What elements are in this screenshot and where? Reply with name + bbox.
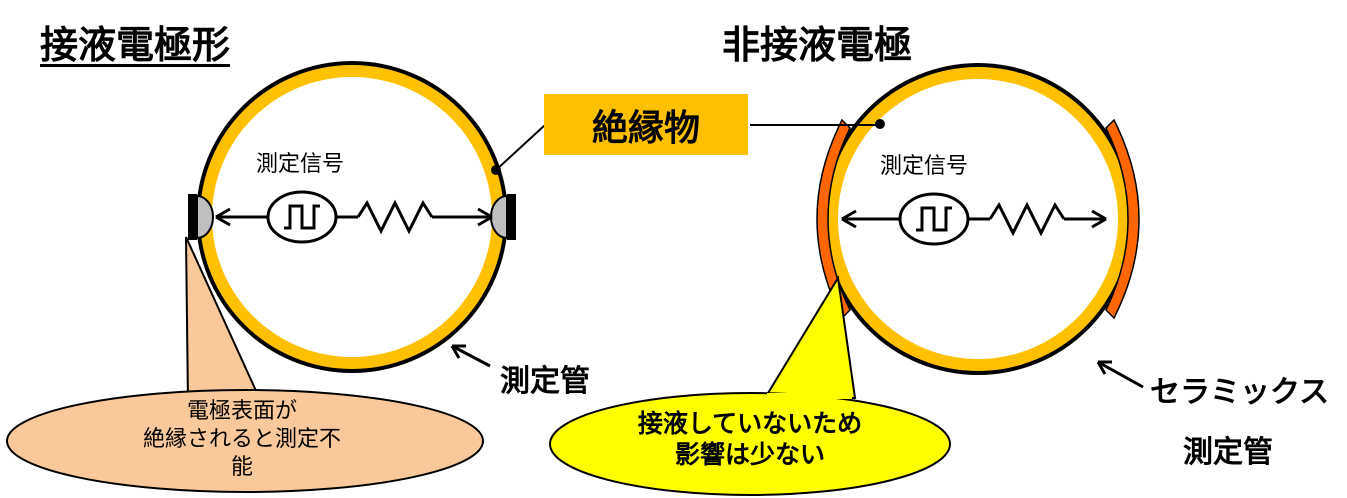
callout-left-line2: 絶縁されると測定不 xyxy=(142,427,341,452)
left-tube-diagram xyxy=(6,61,546,493)
callout-left-text: 電極表面が 絶縁されると測定不 能 xyxy=(92,398,392,482)
right-tube-diagram xyxy=(549,63,1144,496)
signal-label-right: 測定信号 xyxy=(880,154,969,179)
measuring-tube-label: 測定管 xyxy=(500,364,590,399)
tube-arrow-left xyxy=(451,344,491,368)
title-non-contact-electrode: 非接液電極 xyxy=(722,23,913,67)
callout-right-pointer xyxy=(763,275,857,399)
tube-arrow-right xyxy=(1097,360,1144,389)
title-contact-electrode: 接液電極形 xyxy=(40,23,231,67)
insulator-leader-dot-left xyxy=(491,165,501,175)
right-signal-circuit xyxy=(841,192,1107,246)
callout-left-line3: 能 xyxy=(230,455,253,480)
right-electrode-right xyxy=(1105,118,1140,320)
insulator-label: 絶縁物 xyxy=(591,107,700,149)
callout-right-text: 接液していないため 影響は少ない xyxy=(590,408,910,470)
left-electrode-left-terminal xyxy=(188,194,197,240)
callout-right-bubble xyxy=(549,392,951,496)
left-electrode-left xyxy=(196,194,214,240)
left-electrode-right-terminal xyxy=(507,194,516,240)
insulator-leader-left xyxy=(495,124,546,171)
callout-right-line2: 影響は少ない xyxy=(674,440,825,469)
callout-left-bubble xyxy=(6,389,484,493)
insulator-label-box: 絶縁物 xyxy=(544,94,748,155)
left-resistor-icon xyxy=(356,199,434,235)
ceramic-tube-label-line2: 測定管 xyxy=(1183,435,1273,470)
callout-right-line1: 接液していないため xyxy=(637,409,863,438)
insulator-leader-dot-right xyxy=(875,119,885,129)
callout-left-line1: 電極表面が xyxy=(186,399,297,424)
left-signal-circuit xyxy=(215,190,493,244)
right-resistor-icon xyxy=(988,201,1066,237)
signal-label-left: 測定信号 xyxy=(256,152,345,177)
ceramic-tube-label-line1: セラミックス xyxy=(1150,375,1330,410)
